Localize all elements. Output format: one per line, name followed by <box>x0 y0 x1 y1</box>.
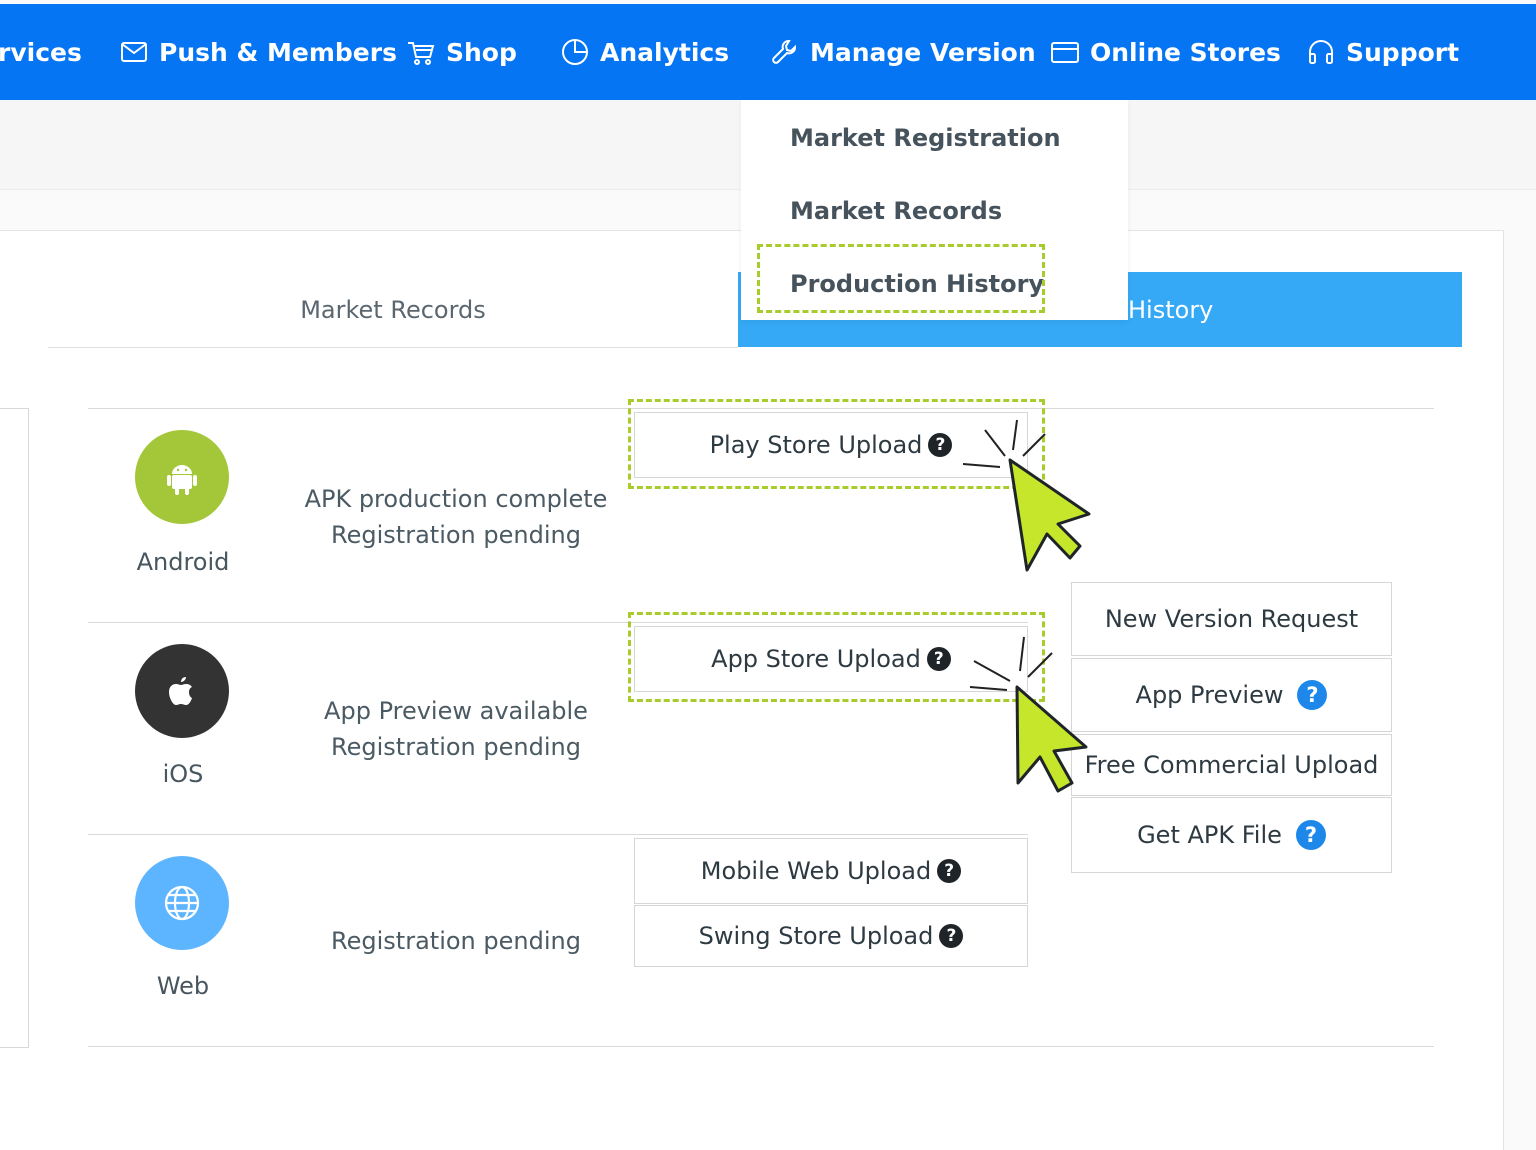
nav-item-label: Analytics <box>600 37 730 67</box>
help-icon[interactable]: ? <box>928 433 953 457</box>
help-icon[interactable]: ? <box>926 647 951 671</box>
help-icon[interactable]: ? <box>939 924 964 948</box>
nav-item-manage-version[interactable]: Manage Version <box>770 4 1036 100</box>
new-version-request-button[interactable]: New Version Request <box>1071 582 1392 656</box>
tab-label: History <box>1128 295 1214 324</box>
platform-label-ios: iOS <box>162 760 204 788</box>
help-icon[interactable]: ? <box>937 859 962 883</box>
platform-label-android: Android <box>136 548 230 576</box>
nav-item-label: Shop <box>446 37 517 67</box>
mail-icon <box>121 42 147 62</box>
left-panel-edge <box>0 408 29 1048</box>
row-divider <box>88 408 1434 409</box>
nav-item-analytics[interactable]: Analytics <box>560 4 729 100</box>
status-line: App Preview available <box>324 697 588 725</box>
nav-item-push-members[interactable]: Push & Members <box>119 4 397 100</box>
platform-label-web: Web <box>156 972 210 1000</box>
swing-store-upload-button[interactable]: Swing Store Upload ? <box>634 905 1028 967</box>
pointer-cursor-icon <box>962 419 1091 572</box>
manage-version-dropdown: Market Registration Market Records Produ… <box>741 100 1128 320</box>
nav-item-label: Support <box>1346 37 1460 67</box>
cart-icon <box>408 42 435 65</box>
nav-item-label: Manage Version <box>810 37 1036 67</box>
nav-item-online-stores[interactable]: Online Stores <box>1050 4 1281 100</box>
button-label: New Version Request <box>1104 605 1359 633</box>
android-icon <box>135 430 229 524</box>
status-line: Registration pending <box>331 733 581 761</box>
headset-icon <box>1309 40 1333 64</box>
android-status: APK production complete Registration pen… <box>276 481 636 553</box>
button-label: Mobile Web Upload <box>700 857 932 885</box>
button-label: App Preview <box>1135 681 1284 709</box>
top-nav: rvices Push & Members Shop Analytics Man… <box>0 4 1536 100</box>
tab-market-records[interactable]: Market Records <box>48 272 738 348</box>
get-apk-file-button[interactable]: Get APK File ? <box>1071 797 1392 873</box>
help-icon[interactable]: ? <box>1295 820 1326 850</box>
app-store-upload-button[interactable]: App Store Upload ? <box>634 626 1028 692</box>
web-status: Registration pending <box>276 923 636 959</box>
button-label: Play Store Upload <box>709 431 923 459</box>
button-label: Free Commercial Upload <box>1084 751 1379 779</box>
row-divider <box>88 622 1028 623</box>
row-divider <box>88 1046 1434 1047</box>
button-label: Swing Store Upload <box>698 922 934 950</box>
apple-icon <box>135 644 229 738</box>
pie-chart-icon <box>562 39 588 65</box>
status-line: APK production complete <box>304 485 608 513</box>
ios-status: App Preview available Registration pendi… <box>276 693 636 765</box>
button-label: App Store Upload <box>711 645 921 673</box>
nav-item-support[interactable]: Support <box>1306 4 1459 100</box>
pointer-cursor-icon <box>969 636 1088 793</box>
highlight-box <box>628 399 1045 489</box>
nav-item-shop[interactable]: Shop <box>406 4 517 100</box>
highlight-box <box>628 612 1045 702</box>
nav-item-label: Push & Members <box>159 37 397 67</box>
dropdown-item-production-history[interactable]: Production History <box>790 270 1045 298</box>
status-line: Registration pending <box>331 521 581 549</box>
card-icon <box>1051 42 1079 63</box>
wrench-icon <box>772 40 796 64</box>
nav-item-services[interactable]: rvices <box>0 4 82 100</box>
app-preview-button[interactable]: App Preview ? <box>1071 658 1392 732</box>
nav-item-label: rvices <box>0 37 82 67</box>
dropdown-item-market-records[interactable]: Market Records <box>790 197 1003 225</box>
mobile-web-upload-button[interactable]: Mobile Web Upload ? <box>634 838 1028 904</box>
highlight-box <box>757 244 1045 313</box>
globe-icon <box>135 856 229 950</box>
play-store-upload-button[interactable]: Play Store Upload ? <box>634 412 1028 478</box>
free-commercial-upload-button[interactable]: Free Commercial Upload <box>1071 734 1392 796</box>
help-icon[interactable]: ? <box>1297 680 1328 710</box>
dropdown-item-market-registration[interactable]: Market Registration <box>790 124 1061 152</box>
status-line: Registration pending <box>331 927 581 955</box>
nav-item-label: Online Stores <box>1090 37 1281 67</box>
row-divider <box>88 834 1028 835</box>
button-label: Get APK File <box>1137 821 1282 849</box>
